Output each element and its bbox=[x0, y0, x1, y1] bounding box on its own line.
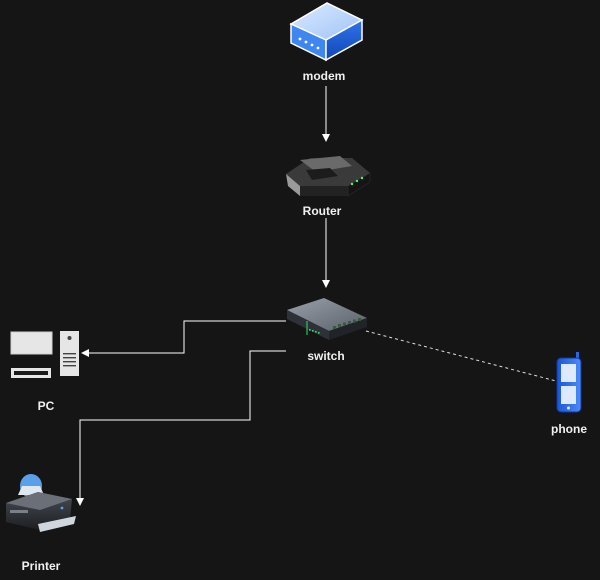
switch-label: switch bbox=[307, 349, 345, 363]
printer-label: Printer bbox=[21, 559, 61, 573]
mobile-phone-icon[interactable] bbox=[556, 352, 582, 413]
edge-switch-pc bbox=[81, 320, 286, 357]
desktop-computer-icon[interactable] bbox=[10, 331, 79, 378]
printer-icon[interactable] bbox=[6, 474, 76, 532]
edges bbox=[76, 86, 557, 506]
modem-icon[interactable] bbox=[289, 2, 364, 62]
phone-label: phone bbox=[551, 422, 587, 436]
edge-switch-phone bbox=[365, 330, 557, 382]
modem-label: modem bbox=[302, 69, 346, 83]
router-icon[interactable] bbox=[286, 156, 371, 197]
pc-label: PC bbox=[37, 399, 55, 413]
router-label: Router bbox=[302, 204, 342, 218]
edge-switch-printer bbox=[76, 350, 286, 506]
network-switch-icon[interactable] bbox=[287, 298, 367, 340]
